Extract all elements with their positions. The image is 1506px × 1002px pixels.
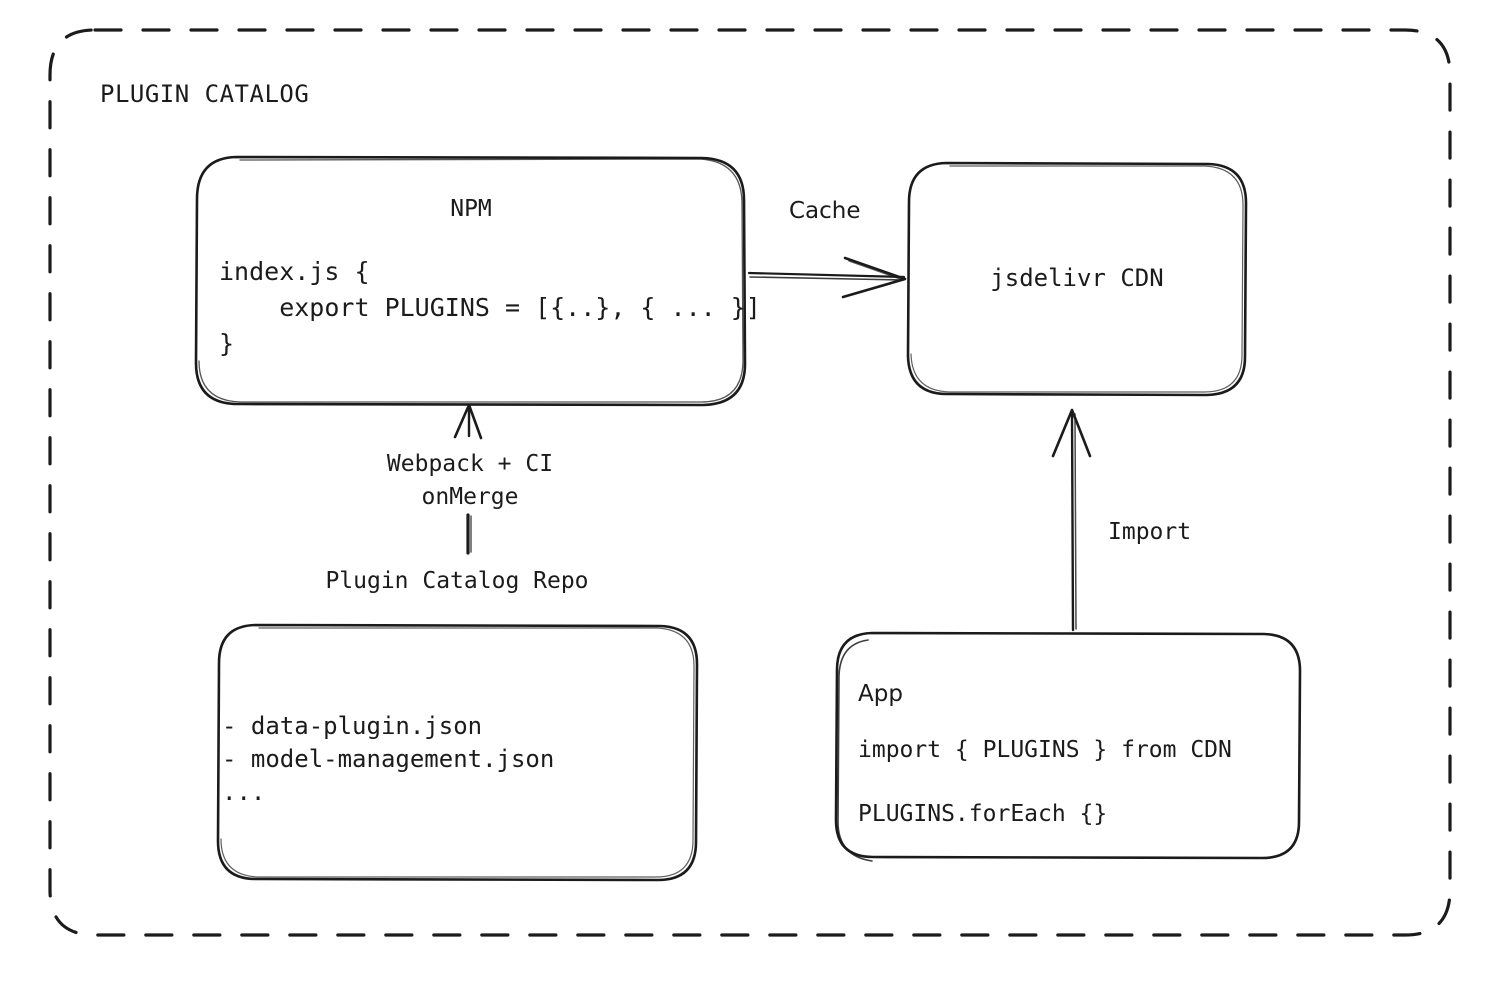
container-title: PLUGIN CATALOG xyxy=(100,80,310,108)
cache-arrow xyxy=(747,256,907,299)
import-arrow xyxy=(1051,408,1092,632)
cache-edge-label: Cache xyxy=(789,198,861,224)
repo-node-items: - data-plugin.json - model-management.js… xyxy=(222,712,555,806)
app-node-import-line: import { PLUGINS } from CDN xyxy=(858,737,1232,763)
cdn-node-title: jsdelivr CDN xyxy=(990,264,1164,292)
npm-node-code: index.js { export PLUGINS = [{..}, { ...… xyxy=(219,257,761,358)
repo-node-caption: Plugin Catalog Repo xyxy=(325,568,589,594)
build-edge-label: Webpack + CI onMerge xyxy=(386,451,554,510)
app-node-title: App xyxy=(858,681,903,707)
app-node-foreach-line: PLUGINS.forEach {} xyxy=(858,801,1108,827)
import-edge-label: Import xyxy=(1108,519,1192,545)
npm-node-title: NPM xyxy=(450,196,492,222)
